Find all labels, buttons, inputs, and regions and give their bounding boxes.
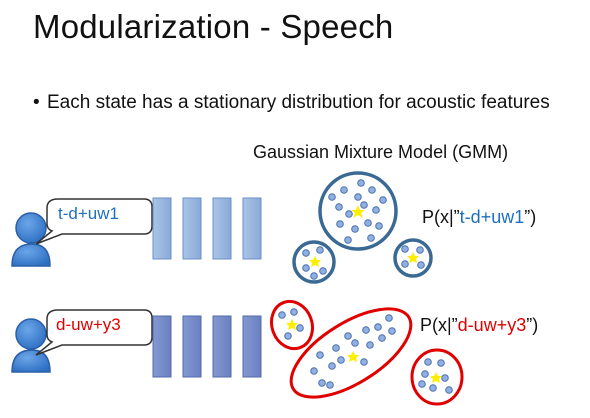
bullet-text: Each state has a stationary distribution… [47, 92, 550, 113]
data-points [302, 179, 425, 280]
probability-label-2: P(x|”d-uw+y3”) [420, 315, 538, 336]
speech-bubble-2 [35, 309, 153, 356]
bullet-point: • Each state has a stationary distributi… [33, 91, 573, 115]
gmm-2 [269, 299, 464, 406]
prob-suffix: ”) [524, 207, 537, 227]
frame [152, 315, 172, 378]
frame [182, 197, 202, 260]
frame [212, 197, 232, 260]
person-icon [11, 318, 51, 373]
probability-label-1: P(x|”t-d+uw1”) [422, 207, 536, 228]
gaussian-component [289, 307, 413, 399]
slide-title: Modularization - Speech [33, 8, 394, 45]
gmm-1 [292, 171, 433, 284]
star-icon [347, 351, 359, 362]
speech-bubble-1 [35, 198, 153, 245]
star-icon [351, 205, 365, 218]
gaussian-component [410, 348, 464, 406]
star-icon [430, 372, 442, 383]
state-label: t-d+uw1 [58, 204, 119, 223]
prob-prefix: P(x|” [420, 315, 458, 335]
person-icon [11, 212, 51, 267]
frame [152, 197, 172, 260]
bullet-dot: • [33, 92, 40, 113]
gmm-heading: Gaussian Mixture Model (GMM) [253, 142, 509, 162]
feature-frames-2 [152, 315, 262, 378]
prob-prefix: P(x|” [422, 207, 460, 227]
prob-suffix: ”) [526, 315, 539, 335]
speech-label-1: t-d+uw1 [58, 204, 119, 224]
gaussian-component [292, 240, 336, 284]
speech-label-2: d-uw+y3 [56, 315, 121, 335]
frame [212, 315, 232, 378]
gaussian-component [393, 238, 433, 278]
speaker-2 [11, 309, 153, 373]
star-icon [286, 319, 298, 330]
speaker-1 [11, 198, 153, 267]
frame [242, 315, 262, 378]
frame [182, 315, 202, 378]
gaussian-component [269, 299, 315, 351]
star-icon [407, 252, 419, 263]
prob-state: t-d+uw1 [459, 207, 525, 227]
state-label: d-uw+y3 [56, 315, 121, 334]
gaussian-component [318, 171, 398, 251]
feature-frames-1 [152, 197, 262, 260]
prob-state: d-uw+y3 [457, 315, 527, 335]
frame [242, 197, 262, 260]
data-points [278, 308, 453, 394]
star-icon [309, 256, 321, 267]
